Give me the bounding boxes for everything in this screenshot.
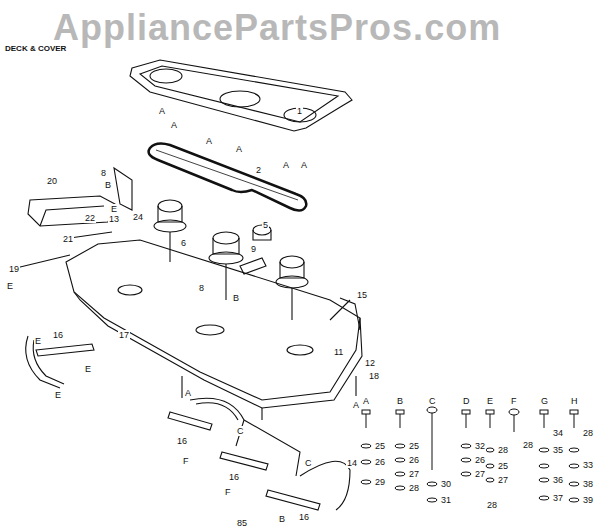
callout-letter-or-number: C [428, 396, 437, 406]
callout-letter-or-number: 13 [108, 214, 120, 224]
callout-letter-or-number: E [110, 204, 118, 214]
watermark: AppliancePartsPros.com [52, 8, 502, 48]
callout-letter-or-number: 16 [228, 472, 240, 482]
callout-letter-or-number: 36 [552, 475, 564, 485]
callout-letter-or-number: E [6, 281, 14, 291]
callout-letter-or-number: 5 [262, 220, 269, 230]
callout-letter-or-number: 38 [582, 479, 594, 489]
callout-letter-or-number: 17 [118, 330, 130, 340]
callout-letter-or-number: 28 [522, 440, 534, 450]
callout-letter-or-number: B [232, 293, 240, 303]
callout-letter-or-number: 8 [198, 283, 205, 293]
callout-letter-or-number: H [570, 396, 579, 406]
callout-letter-or-number: 26 [374, 457, 386, 467]
callout-letter-or-number: 34 [552, 428, 564, 438]
callout-letter-or-number: 18 [368, 371, 380, 381]
callout-letter-or-number: 14 [346, 458, 358, 468]
callout-letter-or-number: 32 [474, 441, 486, 451]
callout-letter-or-number: A [158, 106, 166, 116]
callout-letter-or-number: 25 [408, 441, 420, 451]
callout-letter-or-number: 28 [497, 445, 509, 455]
callout-letter-or-number: 9 [250, 244, 257, 254]
callout-letter-or-number: D [462, 396, 471, 406]
callout-letter-or-number: E [486, 396, 494, 406]
callout-letter-or-number: B [278, 514, 286, 524]
callout-letter-or-number: 25 [497, 461, 509, 471]
callout-letter-or-number: 16 [52, 330, 64, 340]
callout-letter-or-number: A [352, 400, 360, 410]
callout-letter-or-number: 25 [374, 441, 386, 451]
callout-letter-or-number: 16 [176, 436, 188, 446]
callout-letter-or-number: 6 [180, 238, 187, 248]
callout-letter-or-number: 21 [62, 234, 74, 244]
callout-letter-or-number: F [224, 487, 232, 497]
callout-letter-or-number: 33 [582, 460, 594, 470]
callout-letter-or-number: 1 [296, 106, 303, 116]
callout-letter-or-number: E [34, 336, 42, 346]
callout-letter-or-number: 29 [374, 477, 386, 487]
callout-letter-or-number: F [182, 456, 190, 466]
callout-letter-or-number: B [104, 180, 112, 190]
callout-letter-or-number: F [510, 396, 518, 406]
callout-letter-or-number: B [396, 396, 404, 406]
callout-letter-or-number: 16 [298, 512, 310, 522]
callout-letter-or-number: 26 [474, 455, 486, 465]
callout-letter-or-number: C [236, 426, 245, 436]
callout-letter-or-number: 28 [582, 428, 594, 438]
callout-letter-or-number: 11 [333, 347, 344, 357]
callout-letter-or-number: A [362, 396, 370, 406]
callout-letter-or-number: 35 [552, 445, 564, 455]
callout-letter-or-number: 12 [364, 358, 376, 368]
callout-letter-or-number: 8 [100, 168, 107, 178]
callout-letter-or-number: 27 [408, 469, 420, 479]
callout-letter-or-number: A [205, 136, 213, 146]
callout-letter-or-number: 30 [440, 479, 452, 489]
callout-letter-or-number: A [184, 388, 192, 398]
callout-letter-or-number: 15 [356, 290, 368, 300]
callout-letter-or-number: 28 [408, 483, 420, 493]
callout-letter-or-number: A [170, 120, 178, 130]
callout-letter-or-number: 28 [486, 500, 498, 510]
callout-letter-or-number: A [282, 160, 290, 170]
callout-letter-or-number: 2 [255, 165, 262, 175]
callout-letter-or-number: 19 [8, 264, 20, 274]
callout-letter-or-number: G [540, 396, 549, 406]
callout-letter-or-number: 27 [497, 475, 509, 485]
callout-letter-or-number: E [84, 364, 92, 374]
callout-letter-or-number: 22 [84, 213, 96, 223]
callout-letter-or-number: C [304, 458, 313, 468]
callout-letter-or-number: 31 [440, 495, 452, 505]
callout-letter-or-number: A [300, 160, 308, 170]
callout-letter-or-number: 24 [132, 212, 144, 222]
callout-letter-or-number: E [54, 390, 62, 400]
callout-letter-or-number: 37 [552, 493, 564, 503]
callout-letter-or-number: 39 [582, 495, 594, 505]
callout-letter-or-number: 26 [408, 455, 420, 465]
callout-letter-or-number: A [235, 144, 243, 154]
callout-letter-or-number: 27 [474, 469, 486, 479]
callout-letter-or-number: 20 [46, 176, 58, 186]
callout-letter-or-number: 85 [236, 518, 248, 528]
